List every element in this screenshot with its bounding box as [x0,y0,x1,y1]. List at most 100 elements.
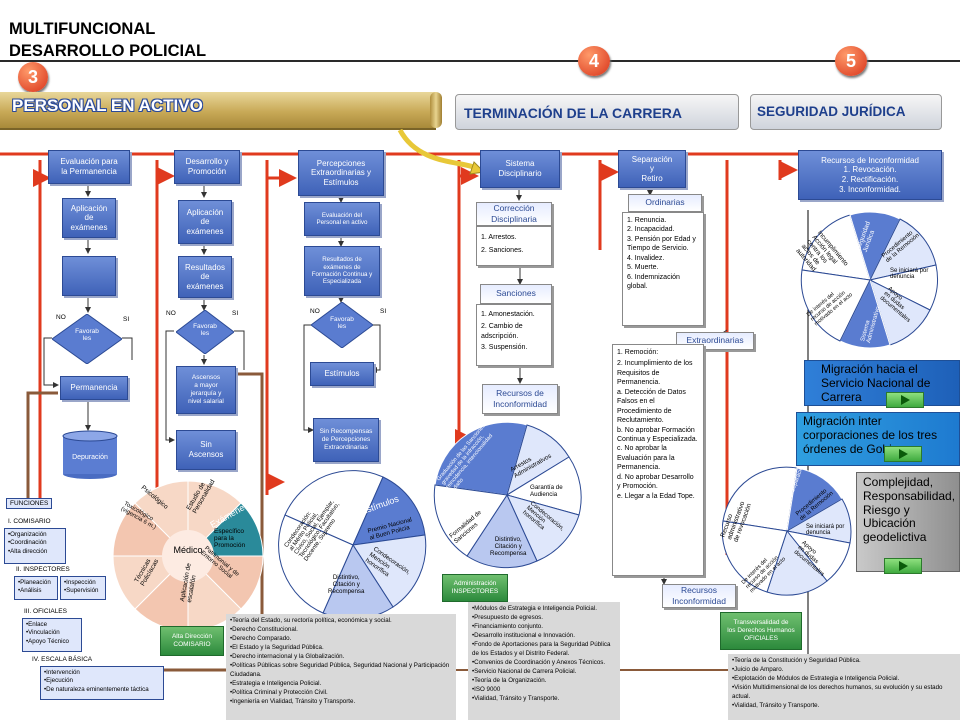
funciones-ii-left: •Planeación •Análisis [14,576,58,600]
si-label-2: SI [232,310,239,317]
ordinarias-item-1: 1. Renuncia. [627,217,667,224]
funciones-ii-left-2: •Análisis [18,587,42,595]
sin-ascensos-box[interactable]: Sin Ascensos [176,430,236,470]
wheel-medico-center: Médico [173,545,203,555]
header-recursos-inconformidad[interactable]: Recursos de Inconformidad 1. Revocación.… [798,150,942,200]
grey-box-inspectores: •Módulos de Estrategia e Inteligencia Po… [468,602,620,720]
funciones-iii-label: III. OFICIALES [24,608,67,615]
extra-item-2: 2. Incumplimiento de los Requisitos de P… [617,360,693,387]
migracion1-arrow-icon[interactable] [886,392,924,408]
banner-terminacion: TERMINACIÓN DE LA CARRERA [455,94,739,130]
blank-step-1[interactable] [62,256,116,296]
sanciones-item-1: 1. Amonestación. [481,311,535,318]
sin-recompensas-box[interactable]: Sin Recompensas de Percepciones Extraord… [313,418,379,462]
recursos-inconformidad-4[interactable]: Recursos de Inconformidad [482,384,558,414]
evaluacion-personal-box[interactable]: Evaluación del Personal en activo [304,202,380,236]
grey2-item-8: •Teoría de la Organización. [472,676,547,684]
resultados-examenes-2[interactable]: Resultados de exámenes [178,256,232,298]
complejidad-arrow-icon[interactable] [884,558,922,574]
funciones-ii-left-1: •Planeación [18,579,51,586]
wheel-disciplina-seg-distintivo: Distintivo, Citación y Recompensa [490,536,527,557]
migracion-servicio-panel[interactable]: Migración hacia el Servicio Nacional de … [804,360,960,406]
decision-label-3: Favorab les [330,316,354,330]
wheel-estimulos-seg-distintivo: Distintivo, Citación y Recompensa [328,574,365,595]
header-evaluacion-permanencia[interactable]: Evaluación para la Permanencia [48,150,130,184]
funciones-title: FUNCIONES [6,498,53,509]
no-label-1: NO [56,314,66,321]
correccion-disciplinaria-label[interactable]: Corrección Disciplinaria [476,202,552,226]
migracion-servicio-text: Migración hacia el Servicio Nacional de … [821,362,931,404]
ordinarias-items: 1. Renuncia. 2. Incapacidad. 3. Pensión … [622,212,704,326]
permanencia-box[interactable]: Permanencia [60,376,128,400]
sanciones-item-2: 2. Cambio de adscripción. [481,323,523,340]
migracion-corporaciones-panel[interactable]: Migración inter corporaciones de los tre… [796,412,960,466]
wheel-juridica [800,211,938,349]
funciones-iii-list: •Enlace •Vinculación •Apoyo Técnico [22,618,82,652]
decision-favorables-2: Favorab les [175,309,235,355]
aplicacion-examenes-2[interactable]: Aplicación de exámenes [178,200,232,244]
recursos-inconformidad-5[interactable]: Recursos Inconformidad [662,584,736,608]
decision-label-2: Favorab les [193,323,217,337]
banner-seguridad: SEGURIDAD JURÍDICA [750,94,942,130]
ascensos-box[interactable]: Ascensos a mayor jerarquía y nivel salar… [176,366,236,414]
wheel-medico [112,480,264,632]
grey1-item-9: •Ingeniería en Vialidad, Tránsito y Tran… [230,697,356,705]
sanciones-items: 1. Amonestación. 2. Cambio de adscripció… [476,304,552,366]
depuracion-label: Depuración [72,454,108,461]
header-percepciones[interactable]: Percepciones Extraordinarias y Estímulos [298,150,384,196]
transversalidad-label[interactable]: Transversalidad de los Derechos Humanos … [720,612,802,650]
grey2-item-4: •Desarrollo institucional e Innovación. [472,631,575,639]
wheel-revocacion-seg-denuncia: Se iniciará por denuncia [806,524,845,536]
grey1-item-5: •Derecho internacional y la Globalizació… [230,652,345,660]
grey2-item-3: •Financiamiento conjunto. [472,622,543,630]
funciones-ii-right-2: •Supervisión [64,587,99,595]
estimulos-box[interactable]: Estímulos [310,362,374,386]
funciones-ii-right: •Inspección •Supervisión [60,576,106,600]
extra-item-6: d. No aprobar Desarrollo y Promoción. [617,473,694,491]
grey1-item-7: •Estrategia e Inteligencia Policial. [230,679,322,687]
grey2-item-2: •Presupuesto de egresos. [472,613,543,621]
grey1-item-8: •Política Criminal y Protección Civil. [230,688,328,696]
wheel-disciplina-seg-garantia: Garantía de Audiencia [530,484,563,498]
extra-item-3: a. Detección de Datos Falsos en el Proce… [617,388,686,425]
no-label-3: NO [310,308,320,315]
grey-box-comisario: •Teoría del Estado, su rectoría política… [226,614,456,720]
sanciones-label[interactable]: Sanciones [480,284,552,304]
grey2-item-6: •Convenios de Coordinación y Anexos Técn… [472,658,606,666]
title-line2: DESARROLLO POLICIAL [9,42,207,60]
depuracion-cylinder: Depuración [62,430,118,480]
header-separacion-retiro[interactable]: Separación y Retiro [618,150,686,188]
ordinarias-item-5: 5. Muerte. [627,264,659,272]
badge-4: 4 [578,46,610,76]
funciones-iv-item-2: •Ejecución [44,677,73,685]
grey1-item-3: •Derecho Comparado. [230,634,292,642]
correccion-items: 1. Arrestos. 2. Sanciones. [476,226,552,266]
extra-item-1: 1. Remoción: [617,349,659,356]
sanciones-item-3: 3. Suspensión. [481,344,528,352]
funciones-iii-item-3: •Apoyo Técnico [26,637,69,645]
grey2-item-1: •Módulos de Estrategia e Inteligencia Po… [472,605,597,612]
funciones-iv-list: •Intervención •Ejecución •De naturaleza … [40,666,164,700]
badge-5: 5 [835,46,867,76]
funciones-ii-label: II. INSPECTORES [16,566,70,573]
header-desarrollo-promocion[interactable]: Desarrollo y Promoción [174,150,240,184]
resultados-formacion-box[interactable]: Resultados de exámenes de Formación Cont… [304,246,380,296]
alta-direccion-label[interactable]: Alta Dirección COMISARIO [160,626,224,656]
extra-item-5: c. No aprobar la Evaluación para la Perm… [617,445,675,472]
extra-item-7: e. Llegar a la Edad Tope. [617,492,695,500]
grey1-item-1: •Teoría del Estado, su rectoría política… [230,617,392,624]
correccion-item-1: 1. Arrestos. [481,234,517,241]
ordinarias-label[interactable]: Ordinarias [628,194,702,212]
complejidad-panel[interactable]: Complejidad, Responsabilidad, Riesgo y U… [856,472,960,572]
grey1-item-2: •Derecho Constitucional. [230,625,298,633]
funciones-iv-item-1: •Intervención [44,669,80,676]
migracion2-arrow-icon[interactable] [884,446,922,462]
title-underline [0,60,960,62]
administracion-label[interactable]: Administración INSPECTORES [442,574,508,602]
funciones-iv-item-3: •De naturaleza eminentemente táctica [44,685,149,693]
decision-label-1: Favorab les [75,328,99,342]
grey3-item-1: •Teoría de la Constitución y Seguridad P… [732,657,861,664]
aplicacion-examenes-1[interactable]: Aplicación de exámenes [62,198,116,238]
migracion-corporaciones-text: Migración inter corporaciones de los tre… [803,414,938,456]
header-sistema-disciplinario[interactable]: Sistema Disciplinario [480,150,560,188]
